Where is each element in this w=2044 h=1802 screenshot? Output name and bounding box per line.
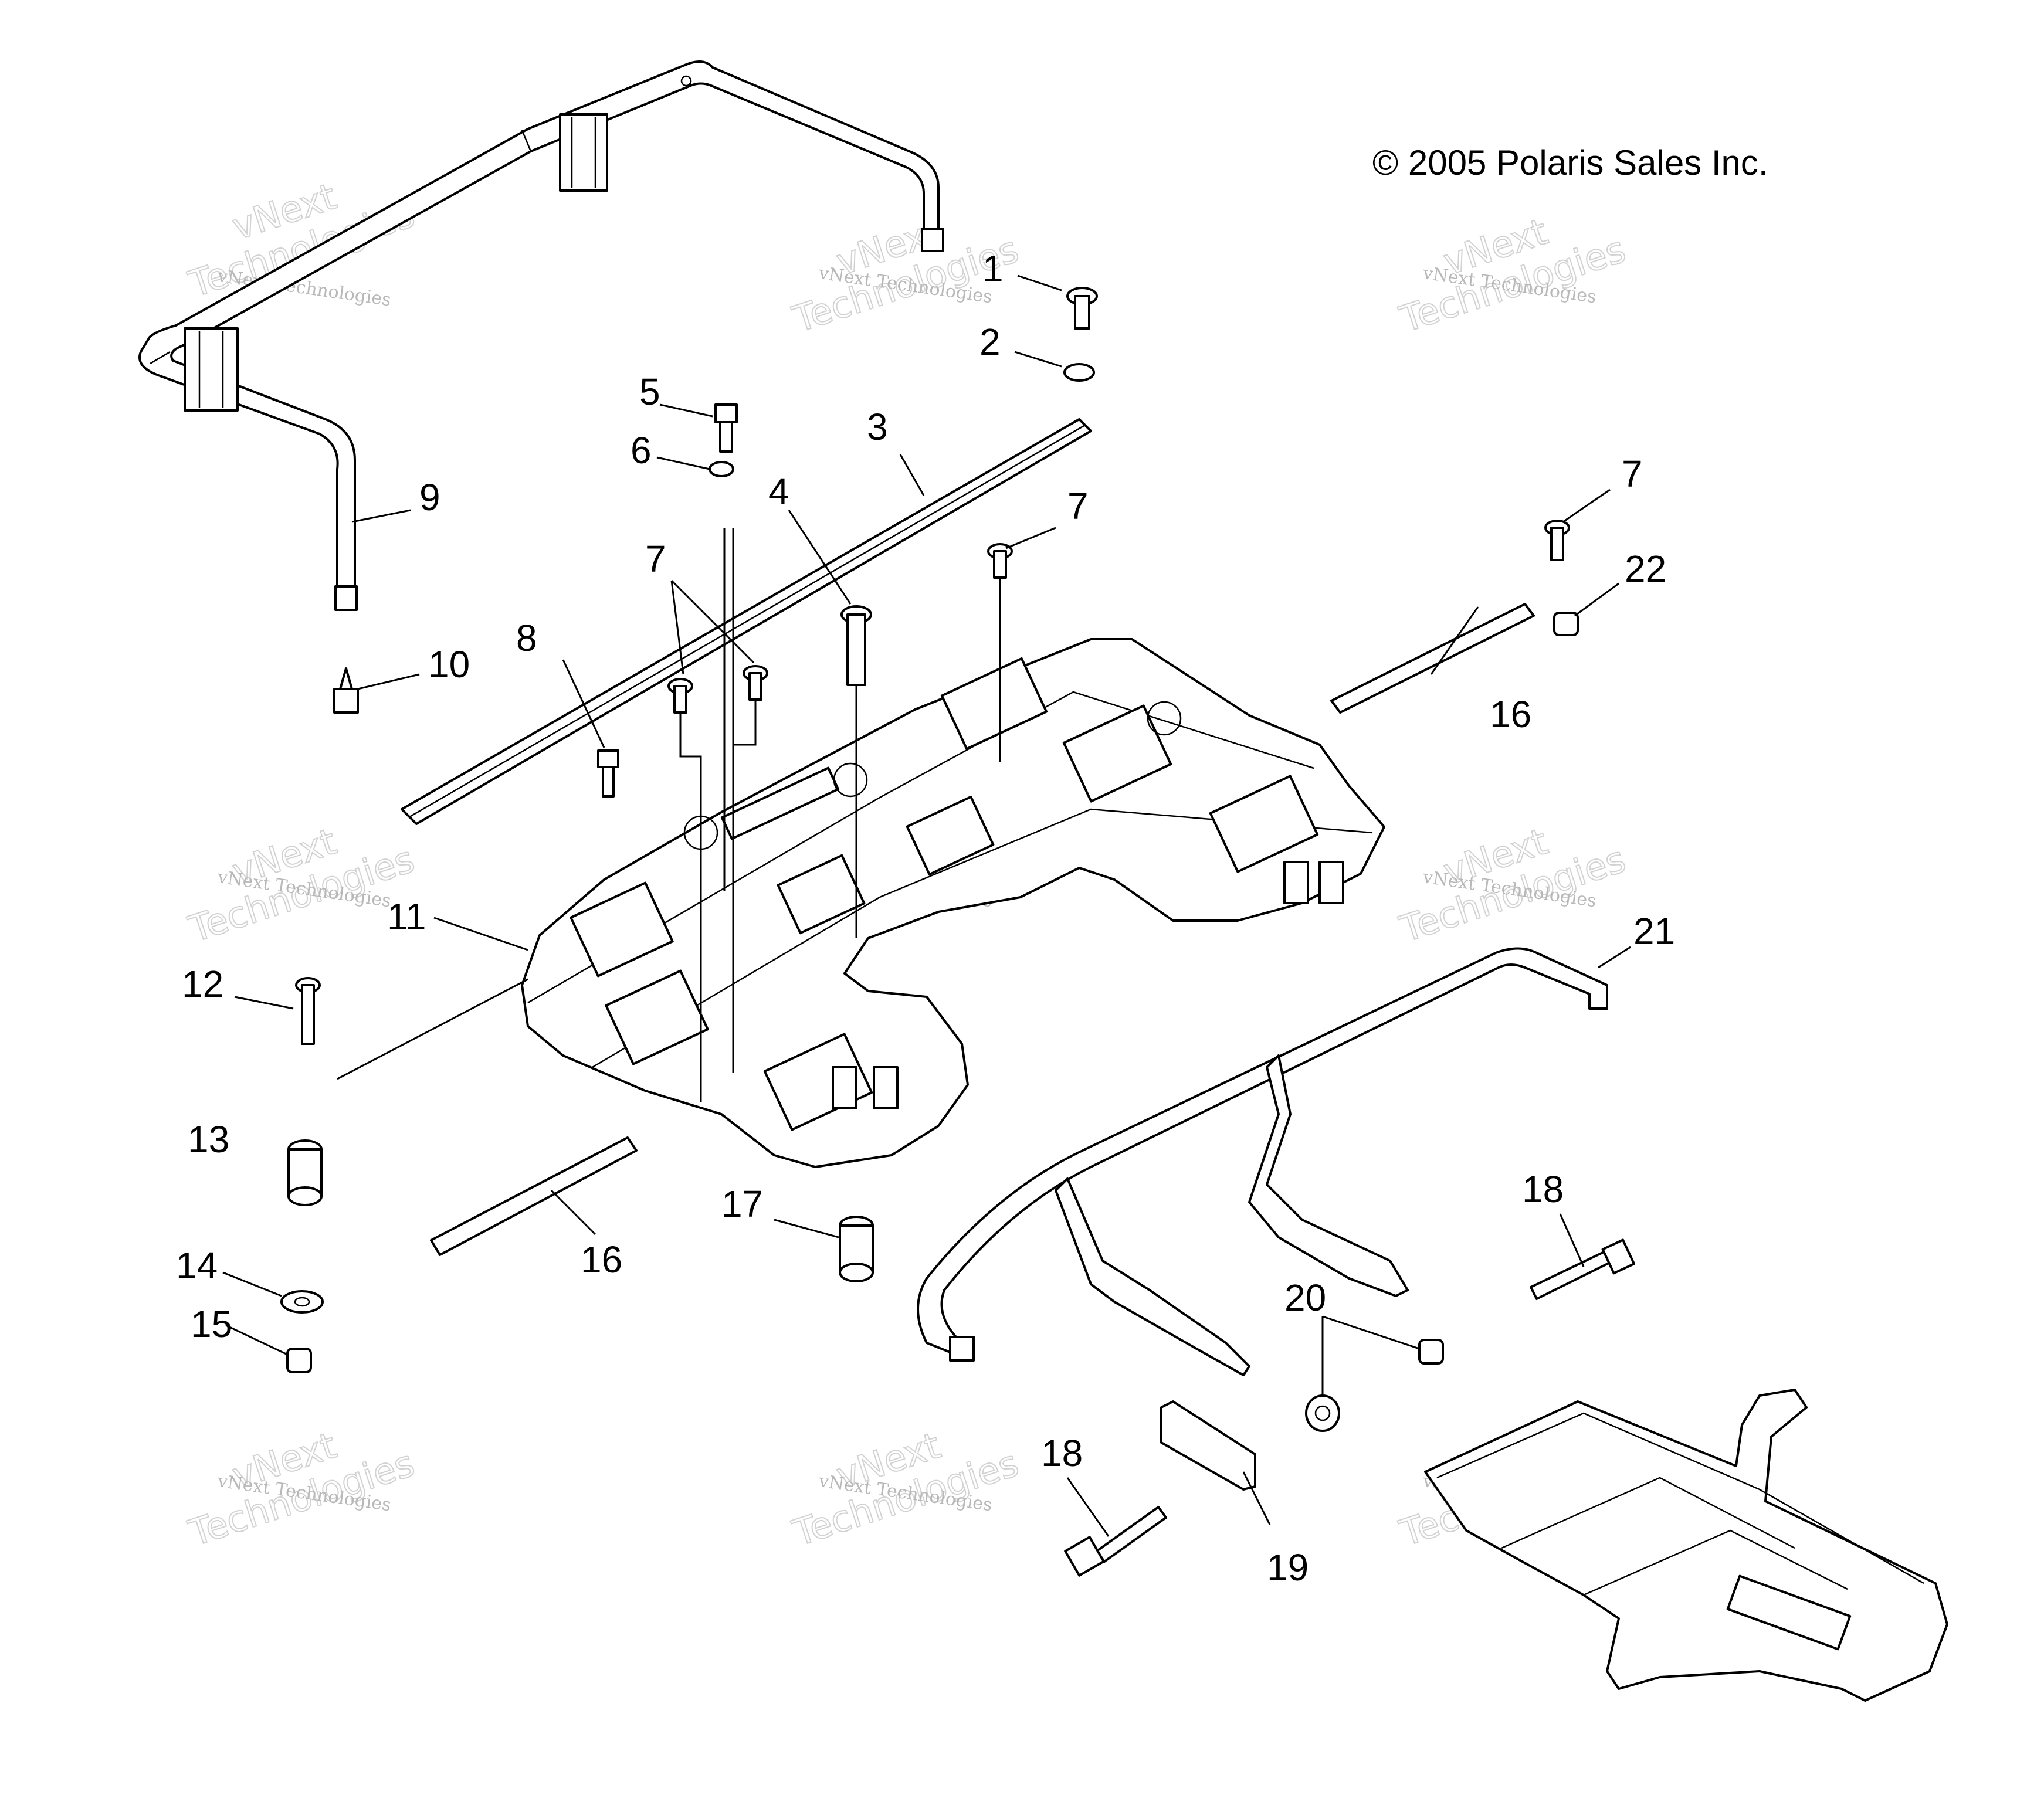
callout-9: 9 — [419, 476, 440, 518]
watermark: vNext Technologies — [1394, 819, 1631, 951]
callout-7: 7 — [645, 538, 666, 580]
watermark: vNext Technologies — [1394, 209, 1631, 341]
callout-7: 7 — [1622, 453, 1643, 495]
callout-2: 2 — [979, 321, 1001, 363]
callout-8: 8 — [516, 617, 537, 659]
callout-17: 17 — [721, 1183, 763, 1225]
callout-4: 4 — [768, 470, 789, 513]
callout-18: 18 — [1041, 1432, 1083, 1474]
watermark: vNext Technologies — [183, 1423, 420, 1555]
callout-14: 14 — [176, 1244, 218, 1287]
callout-16: 16 — [1490, 693, 1531, 735]
callout-11: 11 — [387, 895, 426, 938]
callout-13: 13 — [188, 1118, 229, 1160]
callout-3: 3 — [867, 406, 888, 448]
callout-20: 20 — [1284, 1277, 1326, 1319]
callout-16: 16 — [581, 1238, 622, 1281]
callout-1: 1 — [982, 247, 1004, 290]
rack-tube-part-21 — [917, 947, 1608, 1376]
watermark: vNext Technologies — [183, 819, 420, 951]
callout-21: 21 — [1633, 910, 1675, 952]
rack-body-part-11 — [521, 638, 1385, 1168]
callout-10: 10 — [428, 643, 470, 685]
callout-15: 15 — [191, 1303, 232, 1345]
callout-6: 6 — [631, 429, 652, 471]
copyright-notice: © 2005 Polaris Sales Inc. — [1372, 143, 1768, 182]
callout-7: 7 — [1067, 485, 1089, 527]
watermark: vNext Technologies — [787, 1423, 1024, 1555]
bracket-part-16-lower — [430, 1136, 638, 1256]
bracket-part-16-upper — [1330, 603, 1535, 714]
frame-section — [1424, 1389, 1948, 1702]
plate-part-19 — [1160, 1400, 1256, 1491]
callout-22: 22 — [1625, 548, 1666, 590]
callout-19: 19 — [1267, 1546, 1309, 1589]
rear-rack-tube-part-9 — [138, 60, 944, 611]
callout-12: 12 — [182, 963, 223, 1005]
bracket-strip-part-3 — [401, 418, 1092, 825]
fasteners — [280, 287, 1636, 1577]
leader-lines — [222, 274, 1631, 1537]
callouts: 1 2 3 4 5 6 7 7 7 22 8 9 10 11 12 13 14 … — [176, 247, 1675, 1589]
callout-5: 5 — [639, 371, 660, 413]
callout-18: 18 — [1522, 1168, 1564, 1210]
